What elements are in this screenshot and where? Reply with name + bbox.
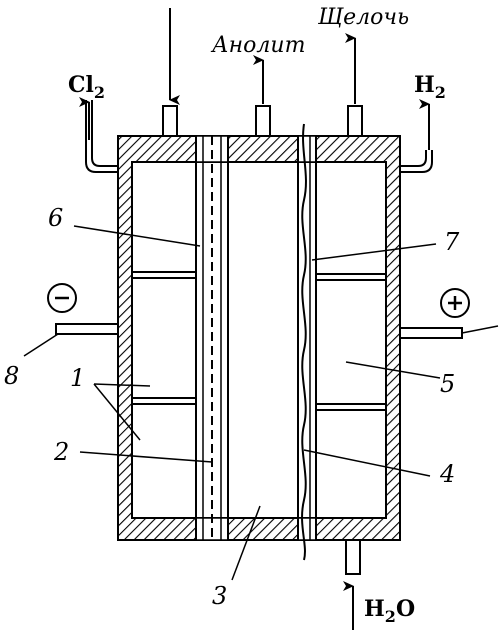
inlet-nozzle-top xyxy=(162,8,180,137)
anolyte-label: Анолит xyxy=(210,33,305,58)
cathode-electrode xyxy=(195,136,229,540)
anolyte-nozzle xyxy=(253,55,271,137)
cell-housing xyxy=(117,135,401,541)
alkali-label: Щелочь xyxy=(317,5,409,30)
leader-lines xyxy=(23,225,441,581)
left-partitions xyxy=(132,271,196,405)
anode-terminal xyxy=(399,288,499,339)
right-partitions xyxy=(316,273,386,411)
h2o-label: H2O xyxy=(364,596,415,626)
cl2-outlet-pipe xyxy=(79,97,118,173)
alkali-nozzle xyxy=(345,33,363,137)
anode-diaphragm xyxy=(297,123,317,561)
label-7: 7 xyxy=(444,228,460,256)
label-6: 6 xyxy=(48,204,63,232)
label-1: 1 xyxy=(70,364,85,392)
label-3: 3 xyxy=(212,582,227,610)
label-5: 5 xyxy=(440,370,455,398)
label-8: 8 xyxy=(4,362,19,390)
h2-label: H2 xyxy=(414,72,446,102)
cl2-label: Cl2 xyxy=(68,72,105,102)
label-2: 2 xyxy=(53,438,69,466)
cathode-terminal xyxy=(47,283,119,335)
h2-outlet-pipe xyxy=(400,99,433,173)
water-inlet xyxy=(343,539,361,630)
label-4: 4 xyxy=(439,460,455,488)
